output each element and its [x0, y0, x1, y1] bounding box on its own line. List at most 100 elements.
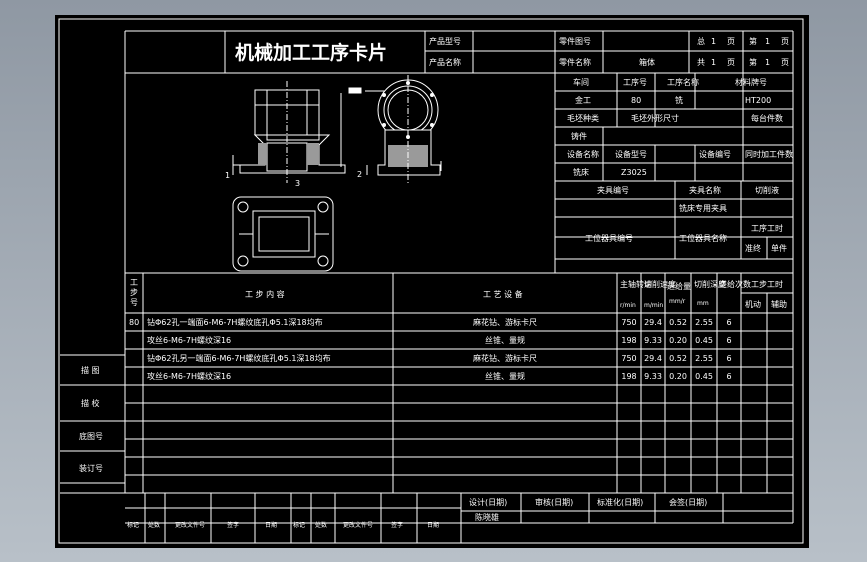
workshop-label: 车间 [573, 77, 589, 87]
step-3-feed: 0.52 [669, 354, 687, 363]
step-4-depth: 0.45 [695, 372, 713, 381]
step-time-header: 工步工时 [751, 279, 783, 289]
feed-header: 进给量 [667, 281, 691, 291]
spindle-unit: r/min [620, 302, 636, 309]
process-no-value: 80 [631, 96, 641, 105]
step-1-passes: 6 [726, 318, 731, 327]
machine-time-header: 机动 [745, 299, 761, 309]
step-4-passes: 6 [726, 372, 731, 381]
process-name-label: 工序名称 [667, 77, 699, 87]
feed-unit: mm/r [669, 298, 686, 305]
step-1-depth: 2.55 [695, 318, 713, 327]
workshop-value: 金工 [575, 95, 591, 105]
step-2-depth: 0.45 [695, 336, 713, 345]
passes-header: 进给次数 [719, 279, 751, 289]
step-1-equip: 麻花钻、游标卡尺 [473, 317, 537, 327]
footer-date: 日期 [265, 521, 277, 529]
step-2-feed: 0.20 [669, 336, 687, 345]
step-3-passes: 6 [726, 354, 731, 363]
cut-speed-header: 切削速度 [644, 279, 676, 289]
material-value: HT200 [745, 96, 771, 105]
standard-label: 标准化(日期) [597, 497, 643, 507]
footer-mark: 标记 [127, 521, 139, 529]
card-title: 机械加工工序卡片 [235, 41, 387, 64]
spindle-header: 主轴转速 [620, 279, 652, 289]
drawing-label-2: 2 [357, 170, 362, 179]
footer-change-doc: 更改文件号 [175, 521, 205, 529]
footer-date2: 日期 [427, 521, 439, 529]
step-2-equip: 丝锥、量规 [485, 335, 525, 345]
side-base-no-label: 底图号 [79, 431, 103, 441]
equip-model-label: 设备型号 [615, 149, 647, 159]
drawing-label-3: 3 [295, 179, 300, 188]
step-3-content: 钻Φ62孔另一端面6-M6-7H螺纹底孔Φ5.1深18均布 [147, 353, 331, 363]
equipment-header: 工 艺 设 备 [483, 289, 523, 299]
footer-change-doc2: 更改文件号 [343, 521, 373, 529]
content-header: 工 步 内 容 [245, 289, 285, 299]
page-unit: 页 [781, 37, 789, 46]
page2-unit: 页 [781, 58, 789, 67]
station-tool-name-label: 工位器具名称 [679, 233, 727, 243]
process-no-label: 工序号 [623, 77, 647, 87]
equip-no-label: 设备编号 [699, 149, 731, 159]
product-name-label: 产品名称 [429, 57, 461, 67]
review-label: 审核(日期) [535, 497, 573, 507]
step-2-passes: 6 [726, 336, 731, 345]
total2-value: 1 [711, 58, 716, 67]
equip-name-value: 铣床 [573, 167, 589, 177]
per-blank-label: 每台件数 [751, 113, 783, 123]
design-label: 设计(日期) [469, 497, 507, 507]
total2-label: 共 [697, 58, 705, 67]
step-2-speed: 9.33 [644, 336, 662, 345]
part-name-value: 箱体 [639, 57, 655, 67]
equip-name-label: 设备名称 [567, 149, 599, 159]
footer-count: 处数 [148, 521, 160, 529]
step-3-depth: 2.55 [695, 354, 713, 363]
station-tool-no-label: 工位器具编号 [585, 233, 633, 243]
total-value: 1 [711, 37, 716, 46]
product-model-label: 产品型号 [429, 36, 461, 46]
page-no2-value: 1 [765, 58, 770, 67]
step-4-equip: 丝锥、量规 [485, 371, 525, 381]
part-sketch [232, 75, 442, 272]
fixture-no-label: 夹具编号 [597, 185, 629, 195]
fixture-name-label: 夹具名称 [689, 185, 721, 195]
step-4-feed: 0.20 [669, 372, 687, 381]
step-1-feed: 0.52 [669, 318, 687, 327]
part-name-label: 零件名称 [559, 57, 591, 67]
step-2-content: 攻丝6-M6-7H螺纹深16 [147, 335, 231, 345]
blank-size-label: 毛坯外形尺寸 [631, 113, 679, 123]
designer-name: 陈晓雄 [475, 512, 499, 522]
step-1-no: 80 [129, 318, 139, 327]
step-3-speed: 29.4 [644, 354, 662, 363]
equip-model-value: Z3025 [621, 168, 647, 177]
material-label: 材料牌号 [735, 77, 767, 87]
process-card-drawing: 机械加工工序卡片 产品型号 产品名称 零件图号 零件名称 箱体 总 1 页 第 … [58, 18, 804, 544]
page-no-value: 1 [765, 37, 770, 46]
unit-time-label: 单件 [771, 243, 787, 253]
step-1-content: 钻Φ62孔一端面6-M6-7H螺纹底孔Φ5.1深18均布 [147, 317, 323, 327]
casting-value: 铸件 [571, 131, 587, 141]
aux-time-header: 辅助 [771, 299, 787, 309]
sign-label: 会签(日期) [669, 497, 707, 507]
step-1-spindle: 750 [621, 318, 636, 327]
step-rows: 80 钻Φ62孔一端面6-M6-7H螺纹底孔Φ5.1深18均布 麻花钻、游标卡尺 75… [129, 317, 732, 381]
step-4-spindle: 198 [621, 372, 636, 381]
step-no-char-3: 号 [130, 298, 138, 307]
drawing-label-1: 1 [225, 171, 230, 180]
total-label: 总 [697, 36, 705, 46]
fixture-name-value: 铣床专用夹具 [679, 203, 727, 213]
process-card-sheet: 机械加工工序卡片 产品型号 产品名称 零件图号 零件名称 箱体 总 1 页 第 … [55, 15, 809, 548]
total2-unit: 页 [727, 58, 735, 67]
step-1-speed: 29.4 [644, 318, 662, 327]
step-no-char-2: 步 [130, 288, 138, 297]
simultaneous-label: 同时加工件数 [745, 149, 793, 159]
step-no-char-1: 工 [130, 278, 138, 287]
page-no2-label: 第 [749, 57, 757, 67]
page-no-label: 第 [749, 36, 757, 46]
coolant-label: 切削液 [755, 185, 779, 195]
total-unit: 页 [727, 37, 735, 46]
table-grid [58, 18, 804, 544]
side-check-label: 描 校 [81, 398, 100, 408]
footer-signature: 签字 [227, 521, 239, 529]
